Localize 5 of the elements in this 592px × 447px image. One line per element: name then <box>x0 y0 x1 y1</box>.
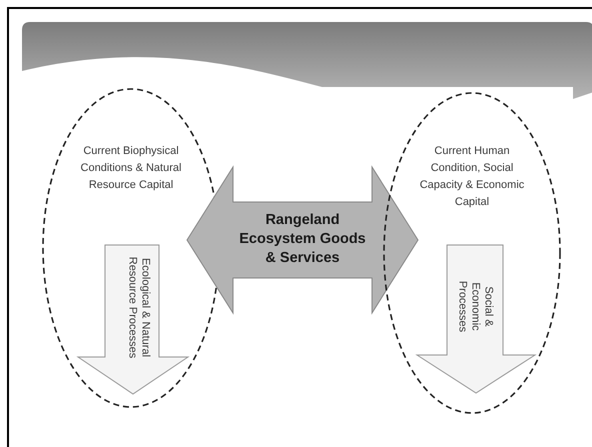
ellipse-label: Current Biophysical Conditions & Natural Resource Capital <box>80 144 182 193</box>
ellipse-label: Current Human Condition, Social Capacity & Economic Capital <box>419 144 525 210</box>
arrow-label: Rangeland Ecosystem Goods & Services <box>238 211 367 268</box>
process-label: Social & Economic Processes <box>456 280 494 334</box>
process-label: Ecological & Natural Resource Processes <box>126 256 152 360</box>
